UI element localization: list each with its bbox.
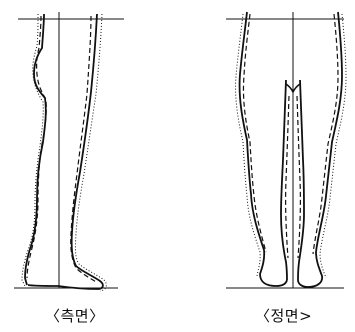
side-leg-outline-front-solid	[28, 14, 103, 289]
front-left-leg-outer-solid	[240, 12, 287, 286]
side-view-caption: 〈측면〉	[45, 305, 105, 326]
front-right-leg-inner-dashed	[297, 96, 300, 258]
front-right-leg-outer-solid	[298, 12, 342, 287]
side-view-panel	[14, 12, 124, 291]
front-view-caption: 〈정면>	[255, 305, 312, 326]
side-leg-outline-back-solid	[25, 14, 46, 285]
side-leg-outline-back-dashed	[27, 16, 46, 278]
front-view-panel	[226, 12, 346, 288]
front-left-leg-inner-dashed	[286, 96, 289, 258]
